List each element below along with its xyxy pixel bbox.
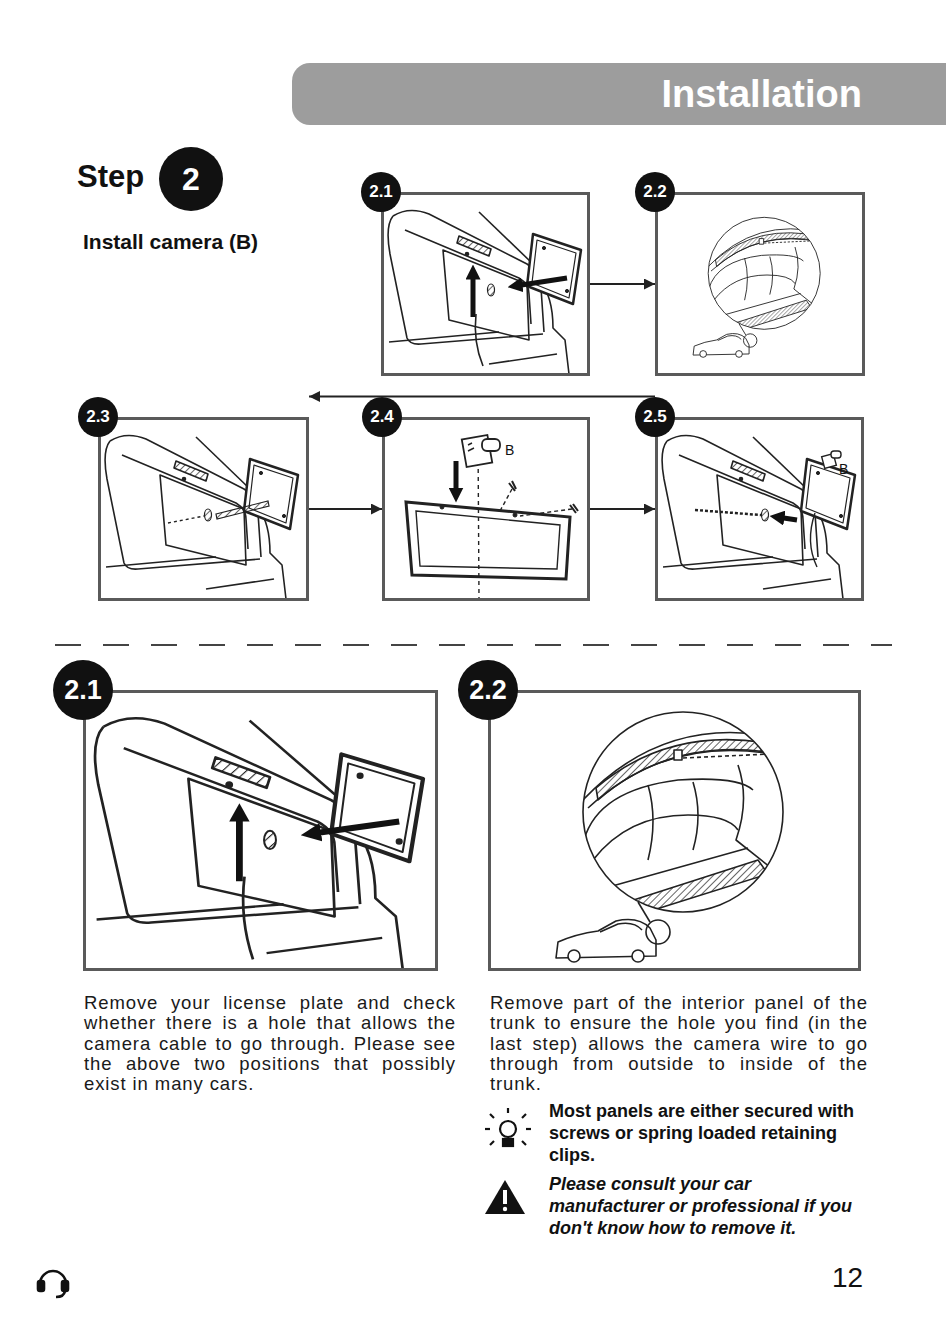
warning-triangle-icon xyxy=(485,1180,525,1214)
callout-number: 2.2 xyxy=(458,660,518,720)
part-label: B xyxy=(839,461,848,477)
plate-mount-illustration-2-4 xyxy=(406,435,578,599)
callout-number: 2.5 xyxy=(635,397,675,437)
interior-illustration-2-2-small xyxy=(693,217,823,357)
step-panel: 2.2 xyxy=(655,192,865,376)
trunk-illustration-2-1-small xyxy=(388,210,581,374)
page-title: Installation xyxy=(661,63,862,125)
support-headset-icon xyxy=(38,1271,68,1297)
section-divider xyxy=(55,644,892,646)
tip-bulb-icon xyxy=(485,1108,531,1146)
callout-number: 2.2 xyxy=(635,172,675,212)
flow-arrow xyxy=(590,508,655,510)
step-panel: 2.1Remove your license plate and check w… xyxy=(83,690,438,971)
trunk-illustration-2-5 xyxy=(662,435,855,599)
interior-illustration-2-2-large xyxy=(556,712,788,962)
callout-number: 2.3 xyxy=(78,397,118,437)
page-number: 12 xyxy=(832,1262,863,1294)
step-panel: 2.3 xyxy=(98,417,309,601)
callout-number: 2.1 xyxy=(361,172,401,212)
step-caption: Remove part of the interior panel of the… xyxy=(490,993,868,1094)
step-panel: 2.4 xyxy=(382,417,590,601)
flow-arrow xyxy=(590,283,655,285)
callout-number: 2.4 xyxy=(362,397,402,437)
step-caption: Remove your license plate and check whet… xyxy=(84,993,456,1094)
section-heading: Install camera (B) xyxy=(83,230,258,254)
trunk-illustration-2-3 xyxy=(105,435,298,599)
part-label: B xyxy=(505,442,514,458)
title-band: Installation xyxy=(292,63,946,125)
flow-arrow xyxy=(309,395,655,397)
flow-arrow xyxy=(309,508,382,510)
tip-note: Most panels are either secured with scre… xyxy=(549,1100,871,1166)
step-number: 2 xyxy=(159,147,223,211)
step-panel: 2.5 xyxy=(655,417,864,601)
callout-number: 2.1 xyxy=(53,660,113,720)
step-panel: 2.2Remove part of the interior panel of … xyxy=(488,690,861,971)
step-panel: 2.1 xyxy=(381,192,590,376)
warning-note: Please consult your car manufacturer or … xyxy=(549,1173,871,1239)
step-badge: Step2 xyxy=(159,147,223,211)
step-word: Step xyxy=(77,159,144,195)
trunk-illustration-2-1-large xyxy=(95,718,423,968)
